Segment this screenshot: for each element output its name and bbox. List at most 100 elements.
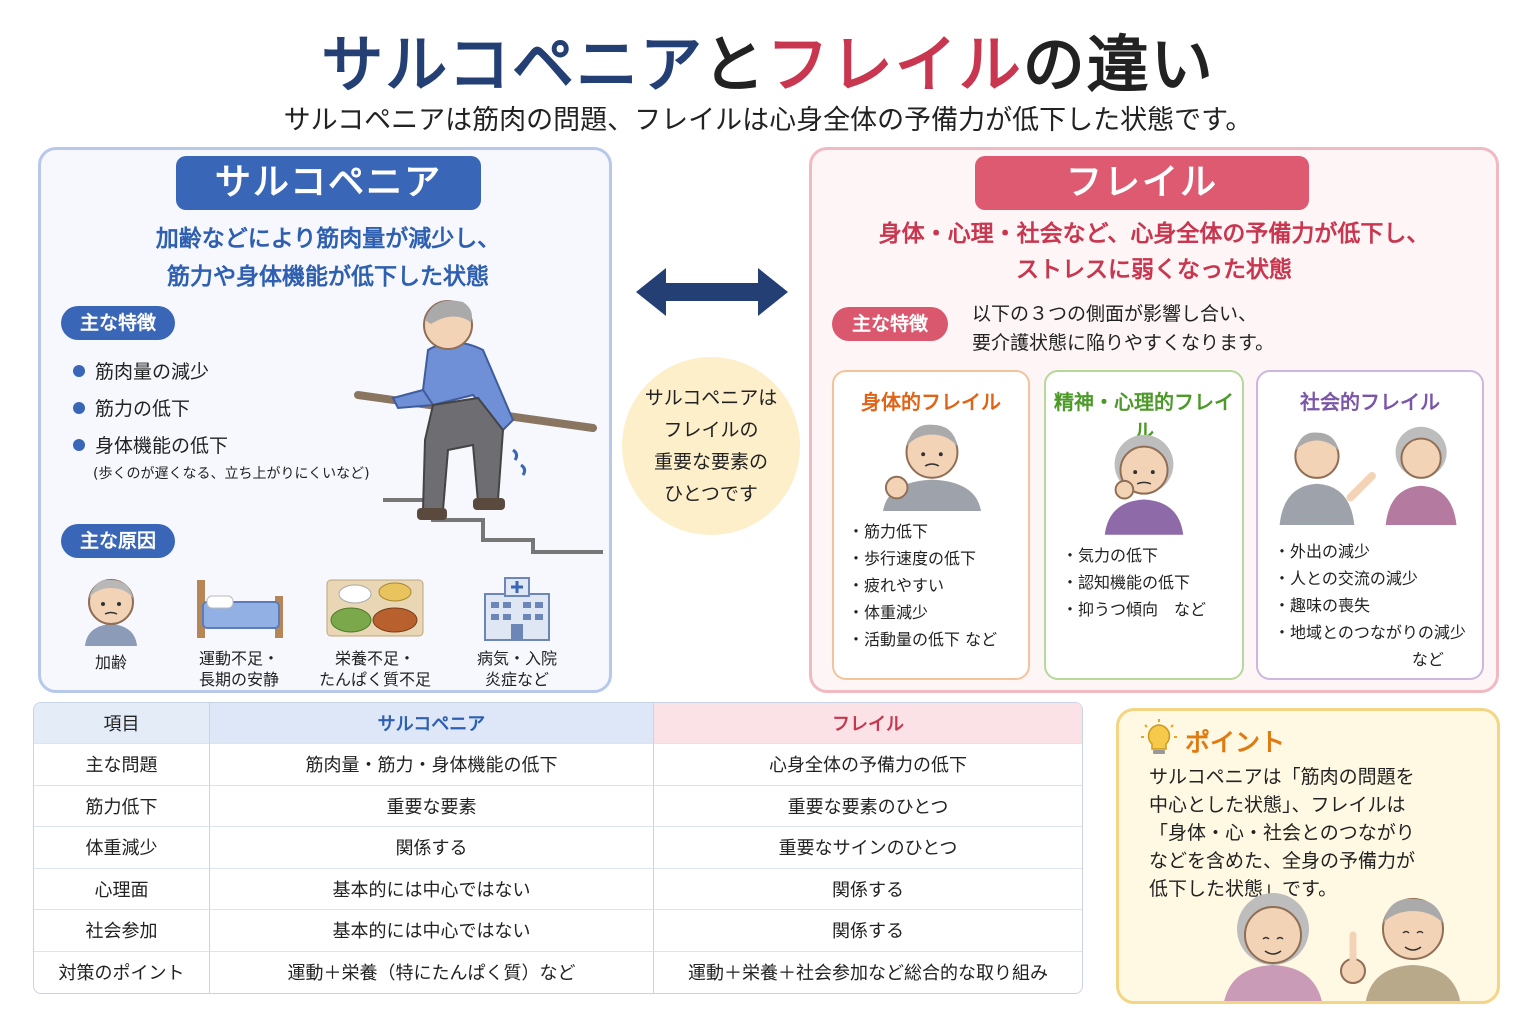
point-title: ポイント	[1185, 728, 1286, 757]
bullet-icon	[73, 438, 85, 451]
table-cell: 主な問題	[34, 744, 210, 786]
list-item: 身体機能の低下	[73, 426, 228, 463]
physical-frailty-card: 身体的フレイル ・筋力低下 ・歩行速度の低下 ・疲れやすい ・体重減少 ・活動量…	[832, 370, 1030, 680]
relation-note-line: 重要な要素の	[653, 451, 768, 473]
sarcopenia-features-list: 筋肉量の減少 筋力の低下 身体機能の低下	[73, 352, 228, 463]
sarcopenia-features-label: 主な特徴	[61, 306, 175, 340]
list-item: ・人との交流の減少	[1274, 569, 1418, 588]
point-box: ポイント サルコペニアは「筋肉の問題を 中心とした状態」、フレイルは 「身体・心…	[1116, 708, 1500, 1004]
frailty-definition-line: ストレスに弱くなった状態	[1016, 257, 1292, 283]
elderly-face-icon	[85, 579, 137, 646]
elderly-man-on-stairs-illustration	[354, 300, 603, 554]
list-item: ・歩行速度の低下	[848, 549, 977, 568]
point-text-line: 「身体・心・社会とのつながり	[1149, 822, 1415, 844]
point-text: サルコペニアは「筋肉の問題を 中心とした状態」、フレイルは 「身体・心・社会との…	[1149, 763, 1415, 903]
table-cell: 関係する	[654, 869, 1082, 910]
table-cell: 運動＋栄養＋社会参加など総合的な取り組み	[688, 963, 1048, 985]
frailty-heading: フレイル	[975, 156, 1309, 210]
mental-frailty-title: 精神・心理的フレイル	[1054, 390, 1234, 443]
sarcopenia-causes-label: 主な原因	[61, 524, 175, 558]
cause-illness: 病気・入院炎症など	[457, 574, 577, 690]
bed-icon	[197, 580, 283, 638]
bullet-icon	[73, 401, 85, 414]
elderly-woman-worried-illustration	[1104, 434, 1184, 535]
table-row: 対策のポイント 運動＋栄養（特にたんぱく質）など 運動＋栄養＋社会参加など総合的…	[34, 951, 1082, 993]
table-cell: 関係する	[210, 827, 654, 869]
elderly-couple-talking-illustration	[1279, 426, 1457, 526]
table-cell: 重要なサインのひとつ	[654, 827, 1082, 869]
mental-frailty-list: ・気力の低下 ・認知機能の低下 ・抑うつ傾向 など	[1062, 542, 1206, 623]
table-cell: 社会参加	[34, 910, 210, 952]
list-item: ・疲れやすい	[848, 576, 945, 595]
title-sarcopenia: サルコペニア	[321, 28, 703, 101]
sarcopenia-definition-line: 筋力や身体機能が低下した状態	[167, 264, 489, 290]
relation-note-line: サルコペニアは	[644, 387, 778, 409]
table-cell: 基本的には中心ではない	[210, 910, 654, 952]
table-row: 心理面 基本的には中心ではない 関係する	[34, 868, 1082, 910]
relation-note-line: フレイルの	[663, 419, 759, 441]
list-item: ・活動量の低下 など	[848, 630, 998, 649]
title-frailty: フレイル	[766, 28, 1023, 101]
header-sarcopenia: サルコペニア	[210, 703, 654, 744]
list-item: 筋肉量の減少	[73, 352, 228, 389]
sarcopenia-panel: サルコペニア 加齢などにより筋肉量が減少し、 筋力や身体機能が低下した状態 主な…	[38, 147, 612, 693]
relation-note-line: ひとつです	[664, 483, 758, 505]
list-item: ・趣味の喪失	[1274, 596, 1371, 615]
feature-text: 筋肉量の減少	[95, 361, 210, 383]
cause-lack-of-exercise: 運動不足・長期の安静	[179, 574, 299, 690]
frailty-description-line: 以下の３つの側面が影響し合い、	[972, 303, 1258, 325]
lightbulb-icon	[1141, 719, 1177, 754]
sarcopenia-definition: 加齢などにより筋肉量が減少し、 筋力や身体機能が低下した状態	[41, 220, 615, 296]
table-cell: 関係する	[654, 910, 1082, 952]
title-to: と	[702, 28, 767, 101]
elderly-man-fist-illustration	[882, 424, 981, 512]
table-cell: 筋力低下	[34, 785, 210, 827]
cause-aging: 加齢	[51, 574, 171, 673]
point-text-line: 低下した状態」です。	[1149, 878, 1338, 900]
feature-text: 筋力の低下	[95, 398, 191, 420]
list-item: など	[1411, 650, 1444, 669]
social-frailty-title: 社会的フレイル	[1300, 390, 1440, 414]
point-text-line: 中心とした状態」、フレイルは	[1149, 794, 1406, 816]
cause-label: 運動不足・長期の安静	[198, 649, 279, 689]
sarcopenia-features-note: (歩くのが遅くなる、立ち上がりにくいなど)	[93, 466, 370, 482]
table-cell: 重要な要素のひとつ	[654, 786, 1082, 827]
list-item: 筋力の低下	[73, 389, 228, 426]
table-cell: 基本的には中心ではない	[210, 868, 654, 910]
title-difference: の違い	[1022, 28, 1215, 101]
frailty-description: 以下の３つの側面が影響し合い、 要介護状態に陥りやすくなります。	[972, 300, 1274, 358]
physical-frailty-list: ・筋力低下 ・歩行速度の低下 ・疲れやすい ・体重減少 ・活動量の低下 など	[848, 518, 997, 653]
elderly-couple-illustration	[1224, 893, 1461, 1001]
table-cell: 運動＋栄養（特にたんぱく質）など	[210, 951, 654, 993]
point-text-line: などを含めた、全身の予備力が	[1149, 850, 1416, 872]
table-cell: 対策のポイント	[34, 951, 210, 993]
list-item: ・認知機能の低下	[1062, 573, 1191, 592]
list-item: ・地域とのつながりの減少	[1274, 623, 1466, 642]
page-subtitle: サルコペニアは筋肉の問題、フレイルは心身全体の予備力が低下した状態です。	[283, 105, 1253, 136]
frailty-features-label: 主な特徴	[832, 307, 948, 341]
table-header-row: 項目 サルコペニア フレイル	[34, 703, 1082, 744]
sarcopenia-definition-line: 加齢などにより筋肉量が減少し、	[155, 226, 501, 252]
frailty-panel: フレイル 身体・心理・社会など、心身全体の予備力が低下し、 ストレスに弱くなった…	[809, 147, 1499, 693]
table-row: 体重減少 関係する 重要なサインのひとつ	[34, 827, 1082, 869]
page-title: サルコペニアとフレイルの違い	[0, 14, 1536, 104]
header-frailty: フレイル	[654, 703, 1082, 744]
list-item: ・筋力低下	[848, 522, 929, 541]
table-cell: 筋肉量・筋力・身体機能の低下	[210, 744, 654, 786]
relation-note: サルコペニアは フレイルの 重要な要素の ひとつです	[622, 357, 800, 535]
list-item: ・気力の低下	[1062, 546, 1159, 565]
table-row: 筋力低下 重要な要素 重要な要素のひとつ	[34, 785, 1082, 827]
bullet-icon	[73, 364, 85, 377]
header-item: 項目	[34, 703, 210, 744]
frailty-definition: 身体・心理・社会など、心身全体の予備力が低下し、 ストレスに弱くなった状態	[812, 216, 1496, 288]
cause-malnutrition: 栄養不足・たんぱく質不足	[315, 574, 435, 690]
table-cell: 心理面	[34, 868, 210, 910]
table-cell: 重要な要素	[210, 785, 654, 827]
sarcopenia-heading: サルコペニア	[176, 156, 481, 210]
meal-icon	[326, 579, 424, 637]
social-frailty-card: 社会的フレイル ・外出の減少 ・人との交流の減少 ・趣味の喪失 ・地域とのつなが…	[1256, 370, 1484, 680]
double-arrow-icon	[636, 268, 788, 316]
frailty-description-line: 要介護状態に陥りやすくなります。	[972, 332, 1275, 354]
hospital-icon	[484, 577, 550, 641]
table-row: 主な問題 筋肉量・筋力・身体機能の低下 心身全体の予備力の低下	[34, 744, 1082, 786]
